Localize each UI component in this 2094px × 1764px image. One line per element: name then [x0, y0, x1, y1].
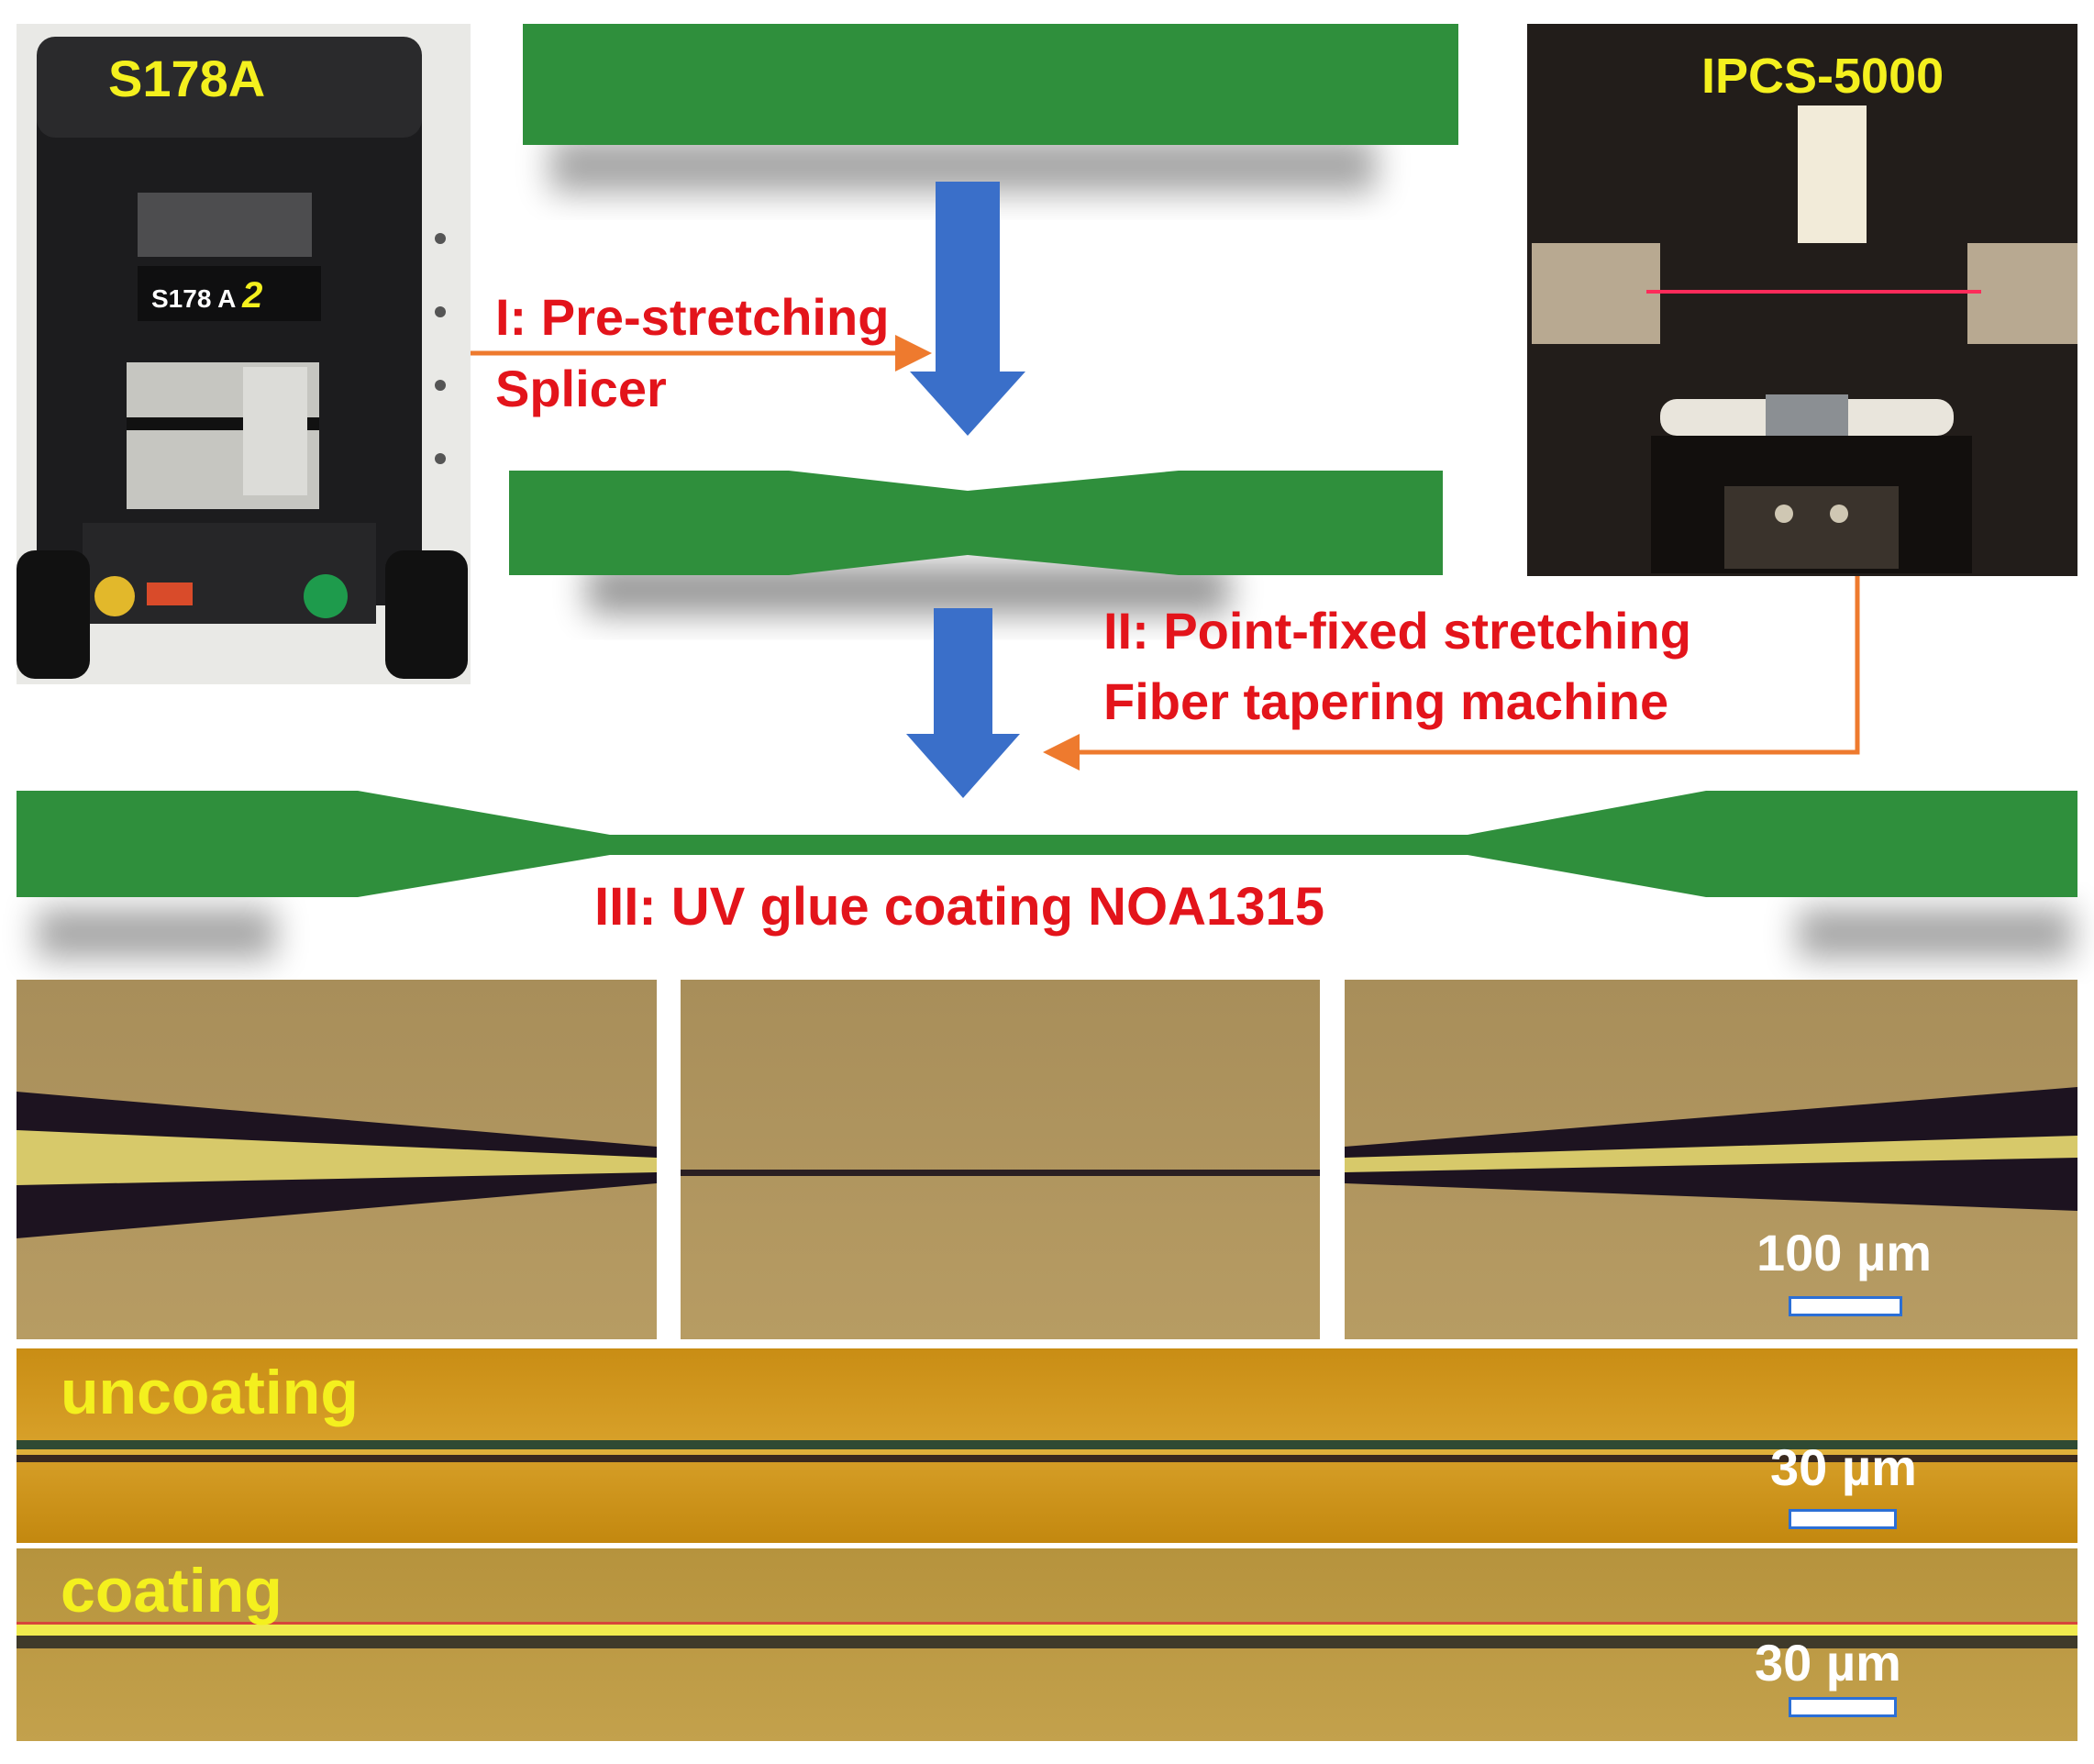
splicer-photo — [17, 24, 471, 684]
tapering-model-label: IPCS-5000 — [1701, 49, 1944, 104]
pre-stretched-fiber — [509, 471, 1443, 575]
splicer-sub-number: 2 — [242, 275, 263, 316]
tapered-fiber — [17, 791, 2077, 897]
fiber-shadow — [1798, 908, 2073, 959]
down-arrow-1 — [910, 182, 1025, 436]
step1-title: I: Pre-stretching — [495, 288, 890, 346]
tapering-machine-photo — [1527, 24, 2077, 576]
scale-bar-100um — [1789, 1296, 1902, 1316]
scale-bar-30um-uncoated — [1789, 1509, 1897, 1529]
scale-label-30um-uncoated: 30 µm — [1770, 1438, 1917, 1496]
splicer-model-label: S178A — [108, 50, 266, 107]
original-fiber — [523, 24, 1458, 145]
splicer-sub-text: S178 A — [151, 284, 236, 313]
micrograph-left-taper — [17, 980, 657, 1339]
tapering-connector-arrow — [1043, 576, 1860, 771]
down-arrow-2 — [906, 608, 1020, 798]
splicer-sub-label: S178 A 2 — [151, 277, 262, 314]
step1-tool: Splicer — [495, 360, 667, 417]
fiber-shadow — [37, 908, 275, 959]
micrograph-waist — [681, 980, 1320, 1339]
scale-bar-30um-coated — [1789, 1697, 1897, 1717]
step2-title: II: Point-fixed stretching — [1103, 602, 1691, 660]
coated-label: coating — [61, 1556, 283, 1625]
micrograph-uncoated — [17, 1348, 2077, 1543]
scale-label-30um-coated: 30 µm — [1755, 1634, 1901, 1692]
step3-title: III: UV glue coating NOA1315 — [594, 877, 1325, 937]
micrograph-right-taper — [1345, 980, 2077, 1339]
scale-label-100um: 100 µm — [1756, 1224, 1933, 1281]
step2-tool: Fiber tapering machine — [1103, 672, 1669, 730]
micrograph-coated — [17, 1548, 2077, 1741]
uncoated-label: uncoating — [61, 1358, 359, 1427]
